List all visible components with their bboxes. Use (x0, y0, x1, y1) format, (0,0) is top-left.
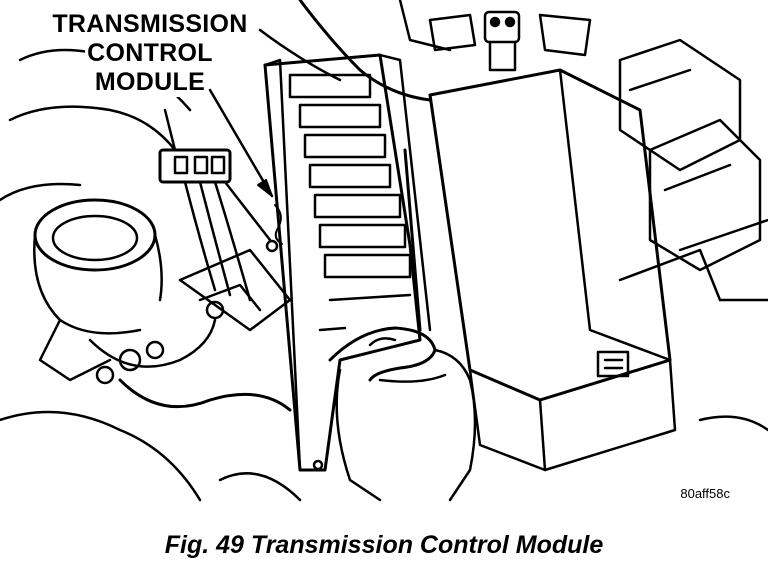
callout-line-3: MODULE (92, 68, 208, 97)
callout-line-1: TRANSMISSION (50, 10, 250, 39)
callout-label: TRANSMISSION CONTROL MODULE (40, 10, 260, 97)
wiring-harness (158, 108, 279, 302)
callout-leader-arrow (208, 88, 283, 245)
transmission-control-module (263, 53, 432, 472)
hand (328, 326, 477, 502)
relay-blocks (618, 38, 768, 302)
figure-code: 80aff58c (680, 486, 730, 501)
callout-line-2: CONTROL (85, 39, 215, 68)
engine-bay-illustration (0, 0, 768, 502)
fuse-box-cover (428, 68, 677, 472)
top-sensor-connector (428, 10, 592, 72)
figure-caption: Fig. 49 Transmission Control Module (164, 531, 604, 559)
throttle-body (33, 198, 292, 412)
